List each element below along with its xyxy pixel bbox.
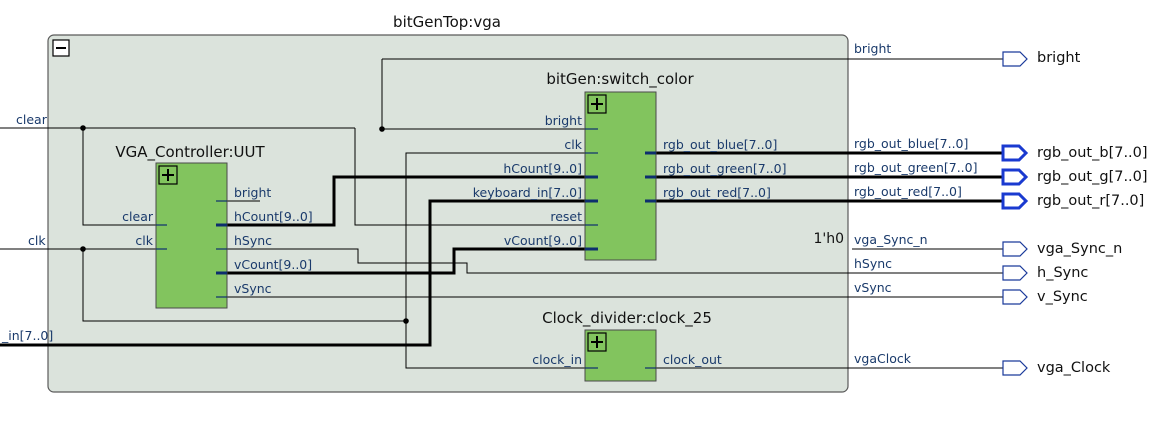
output-pin-vga-sync-n[interactable]: vga_Sync_n: [1002, 241, 1122, 257]
output-label: bright: [1037, 50, 1081, 66]
output-arrow-icon: [1002, 51, 1028, 67]
port-label-reset: reset: [550, 209, 582, 224]
plus-icon: [591, 98, 603, 110]
output-label: h_Sync: [1037, 265, 1088, 281]
port-label-vsync: vSync: [234, 281, 272, 296]
vga-controller-block[interactable]: VGA_Controller:UUT clear clk bright hCou…: [115, 143, 313, 309]
clock-divider-block[interactable]: Clock_divider:clock_25 clock_in clock_ou…: [532, 309, 722, 382]
net-label-vga-sync-n: vga_Sync_n: [854, 232, 928, 247]
net-label-vsync: vSync: [854, 280, 892, 295]
junction-dot: [379, 126, 385, 132]
expand-button[interactable]: [587, 94, 607, 114]
port-label-hsync: hSync: [234, 233, 272, 248]
bitgentop-title: bitGenTop:vga: [393, 13, 501, 31]
output-pin-rgb-r[interactable]: rgb_out_r[7..0]: [1001, 192, 1144, 210]
bitgen-title: bitGen:switch_color: [546, 70, 694, 89]
net-label-vgaclock: vgaClock: [854, 351, 912, 366]
vga-controller-body: [155, 162, 228, 309]
wire-clk-divider: [405, 321, 598, 369]
plus-icon: [591, 336, 603, 348]
output-arrow-icon: [1002, 360, 1028, 376]
port-label-rgb-blue: rgb_out_blue[7..0]: [663, 137, 777, 152]
port-label-hcount: hCount[9..0]: [503, 161, 582, 176]
port-label-clk: clk: [135, 233, 153, 248]
wire-clk-branch: [82, 249, 406, 322]
port-label-bright: bright: [234, 185, 271, 200]
output-arrow-icon: [1002, 289, 1028, 305]
net-label-rgb-green: rgb_out_green[7..0]: [854, 160, 977, 175]
net-label-bright: bright: [854, 41, 891, 56]
port-label-rgb-green: rgb_out_green[7..0]: [663, 161, 786, 176]
output-pin-rgb-g[interactable]: rgb_out_g[7..0]: [1001, 168, 1148, 186]
port-label-bright: bright: [545, 113, 582, 128]
expand-button[interactable]: [158, 165, 178, 185]
port-label-hcount: hCount[9..0]: [234, 209, 313, 224]
output-pin-vga-clock[interactable]: vga_Clock: [1002, 360, 1111, 376]
port-label-vcount: vCount[9..0]: [234, 257, 312, 272]
net-label-rgb-red: rgb_out_red[7..0]: [854, 184, 962, 199]
output-label: rgb_out_r[7..0]: [1037, 193, 1144, 209]
output-label: v_Sync: [1037, 289, 1088, 305]
output-bus-arrow-icon: [1001, 168, 1029, 186]
output-label: vga_Clock: [1037, 360, 1111, 376]
junction-dot: [80, 246, 86, 252]
output-label: rgb_out_g[7..0]: [1037, 169, 1148, 185]
output-bus-arrow-icon: [1001, 192, 1029, 210]
port-label-rgb-red: rgb_out_red[7..0]: [663, 185, 771, 200]
output-pin-bright[interactable]: bright: [1002, 50, 1081, 67]
output-arrow-icon: [1002, 265, 1028, 281]
input-label-keyboard: _in[7..0]: [1, 328, 53, 343]
port-label-clock-in: clock_in: [532, 352, 582, 367]
input-label-clk: clk: [28, 233, 46, 248]
bus-vcount: [216, 247, 598, 275]
output-bus-arrow-icon: [1001, 144, 1029, 162]
expand-button[interactable]: [587, 332, 607, 352]
port-label-clk: clk: [564, 137, 582, 152]
port-label-vcount: vCount[9..0]: [504, 233, 582, 248]
clock-divider-title: Clock_divider:clock_25: [542, 309, 712, 328]
net-label-hsync: hSync: [854, 256, 892, 271]
wire-clk-bitgen: [405, 152, 598, 321]
plus-icon: [162, 169, 174, 181]
wire-hsync: [216, 248, 1003, 274]
input-label-clear: clear: [16, 112, 48, 127]
output-label: rgb_out_b[7..0]: [1037, 145, 1148, 161]
output-pin-h-sync[interactable]: h_Sync: [1002, 265, 1088, 281]
bus-hcount: [216, 175, 598, 227]
wire-clear-controller: [82, 128, 167, 226]
output-pin-v-sync[interactable]: v_Sync: [1002, 289, 1088, 305]
output-arrow-icon: [1002, 241, 1028, 257]
collapse-button[interactable]: [52, 39, 70, 57]
output-label: vga_Sync_n: [1037, 241, 1122, 257]
vga-controller-title: VGA_Controller:UUT: [115, 143, 265, 162]
junction-dot: [80, 125, 86, 131]
bitgen-block[interactable]: bitGen:switch_color bright clk hCount[9.…: [473, 70, 787, 261]
wire-reset: [354, 128, 598, 226]
junction-dot: [403, 318, 409, 324]
port-label-keyboard-in: keyboard_in[7..0]: [473, 185, 582, 200]
constant-label: 1'h0: [813, 231, 844, 247]
port-label-clear: clear: [122, 209, 154, 224]
net-label-rgb-blue: rgb_out_blue[7..0]: [854, 136, 968, 151]
output-pin-rgb-b[interactable]: rgb_out_b[7..0]: [1001, 144, 1148, 162]
port-label-clock-out: clock_out: [663, 352, 722, 367]
